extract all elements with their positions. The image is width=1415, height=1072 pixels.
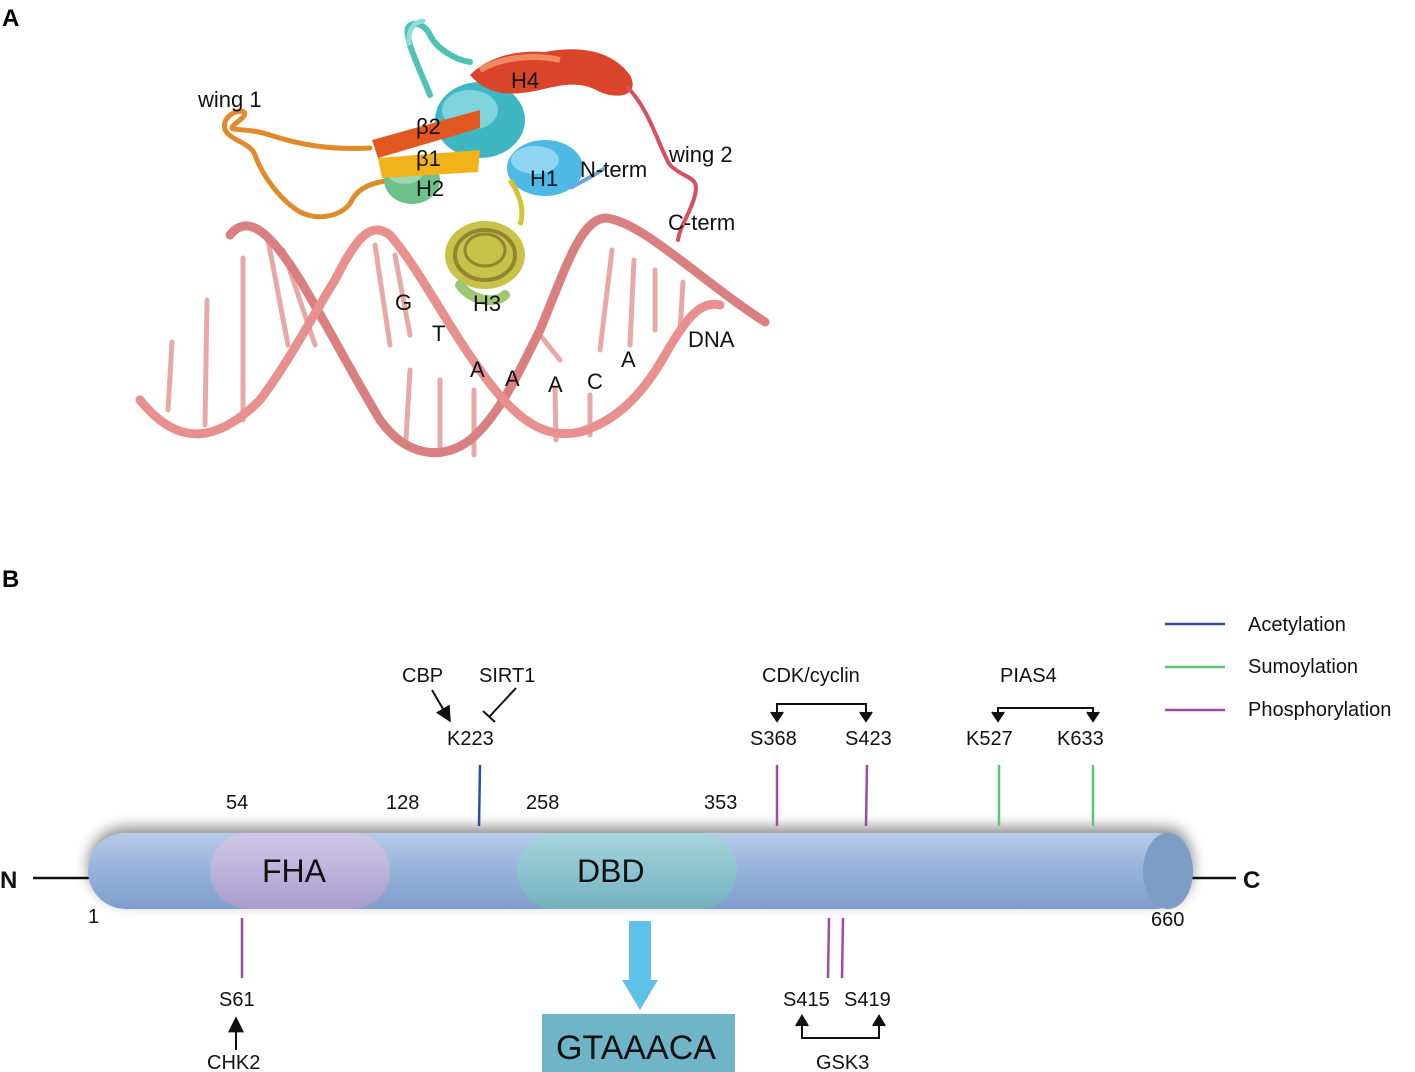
legend-phosphorylation-label: Phosphorylation [1248, 699, 1391, 721]
label-h4: H4 [511, 68, 539, 93]
dna-base: A [470, 357, 485, 382]
site-label-k527: K527 [966, 728, 1013, 750]
site-label-s423: S423 [845, 728, 892, 750]
site-label-k633: K633 [1057, 728, 1104, 750]
beta2-strand [372, 110, 480, 158]
legend-acetylation-label: Acetylation [1248, 614, 1346, 636]
label-h2: H2 [416, 176, 444, 201]
h3-linker [507, 178, 525, 226]
wing1-loop [222, 108, 403, 220]
pias4-arrowhead-left [991, 711, 1005, 723]
label-wing1: wing 1 [197, 87, 262, 112]
position-label: 128 [386, 792, 419, 814]
enzyme-label-sirt1: SIRT1 [479, 665, 535, 687]
h3-helix-base [455, 280, 510, 306]
s415-tick [826, 917, 831, 979]
h3-helix-coil [453, 228, 517, 282]
h3-helix-coil-inner [463, 232, 507, 268]
dna-binding-arrow-shaft [629, 921, 651, 981]
enzyme-label-cbp: CBP [402, 665, 443, 687]
legend-sumoylation-label: Sumoylation [1248, 656, 1358, 678]
protein-bar [88, 833, 1193, 909]
site-label-s419: S419 [844, 989, 891, 1011]
cdk-arrowhead-right [859, 711, 873, 723]
motif-sequence: GTAAACA [556, 1029, 716, 1067]
site-label-k223: K223 [447, 728, 494, 750]
label-beta1: β1 [416, 146, 441, 171]
label-h3: H3 [473, 291, 501, 316]
label-nterm: N-term [580, 157, 647, 182]
domain-positions: 54 128 258 353 1 660 [88, 792, 1184, 931]
c-terminal-cap [1143, 833, 1193, 909]
site-labels: K223 S368 S423 K527 K633 S61 S415 S419 [219, 728, 1104, 1011]
site-label-s61: S61 [219, 989, 255, 1011]
label-h1: H1 [530, 166, 558, 191]
wing2-loop [626, 86, 698, 242]
enzyme-labels: CBP SIRT1 CDK/cyclin PIAS4 CHK2 GSK3 [207, 665, 1057, 1072]
fha-domain [210, 833, 390, 909]
dbd-domain [517, 833, 737, 909]
dna-base: T [432, 321, 445, 346]
dna-double-helix [135, 213, 770, 458]
panel-b-letter: B [2, 566, 19, 593]
dna-base: A [505, 366, 520, 391]
gsk3-arrowhead-left [795, 1014, 809, 1027]
position-label: 54 [226, 792, 248, 814]
h4-helix-highlight [478, 54, 561, 73]
end-position-label: 660 [1151, 909, 1184, 931]
fha-domain-label: FHA [262, 853, 327, 889]
enzyme-label-pias4: PIAS4 [1000, 665, 1057, 687]
dna-binding-arrow-head [622, 980, 658, 1010]
pias4-bracket [997, 707, 1094, 718]
site-label-s368: S368 [750, 728, 797, 750]
legend: Acetylation Sumoylation Phosphorylation [1165, 614, 1391, 721]
h1-helix-highlight [511, 146, 559, 174]
k223-tick [477, 764, 482, 827]
beta1-strand [378, 150, 480, 178]
regulation-arrows [228, 687, 1100, 1050]
dna-strand-back [225, 213, 770, 458]
panel-a-letter: A [2, 5, 19, 32]
modification-ticks [240, 764, 1095, 979]
sirt1-inhibit-line [489, 687, 517, 717]
site-label-s415: S415 [783, 989, 830, 1011]
label-beta2: β2 [416, 114, 441, 139]
teal-loop-highlight [406, 18, 427, 46]
label-dna: DNA [688, 327, 735, 352]
cbp-arrow [431, 689, 451, 723]
dna-base: A [621, 347, 636, 372]
nterm-tail [569, 166, 607, 190]
start-position-label: 1 [88, 906, 99, 928]
position-label: 353 [704, 792, 737, 814]
enzyme-label-chk2: CHK2 [207, 1052, 260, 1072]
s419-tick [840, 917, 845, 979]
position-label: 258 [526, 792, 559, 814]
dna-base: G [395, 290, 412, 315]
label-cterm: C-term [668, 210, 735, 235]
dna-base: A [548, 372, 563, 397]
s423-tick [864, 764, 869, 827]
label-wing2: wing 2 [668, 142, 733, 167]
panel-a-labels: wing 1 H4 β2 β1 H2 H1 N-term wing 2 C-te… [197, 68, 735, 397]
teal-loop [404, 20, 473, 98]
dna-strand-front [135, 225, 725, 439]
n-terminus-label: N [0, 867, 17, 894]
gsk3-arrowhead-right [872, 1014, 886, 1027]
enzyme-label-gsk3: GSK3 [816, 1052, 869, 1072]
pias4-arrowhead-right [1086, 711, 1100, 723]
dna-base: C [587, 369, 603, 394]
enzyme-label-cdk-cyclin: CDK/cyclin [762, 665, 860, 687]
c-terminus-label: C [1243, 867, 1260, 894]
motif-box [542, 1014, 735, 1072]
dna-binding-arrow [622, 921, 658, 1010]
cdk-arrowhead-left [770, 711, 784, 723]
cdk-cyclin-bracket [776, 703, 867, 718]
sirt1-inhibit-bar [482, 710, 496, 723]
gsk3-bracket [801, 1022, 880, 1039]
dbd-domain-label: DBD [577, 853, 645, 889]
protein-ribbon-structure [222, 18, 698, 306]
